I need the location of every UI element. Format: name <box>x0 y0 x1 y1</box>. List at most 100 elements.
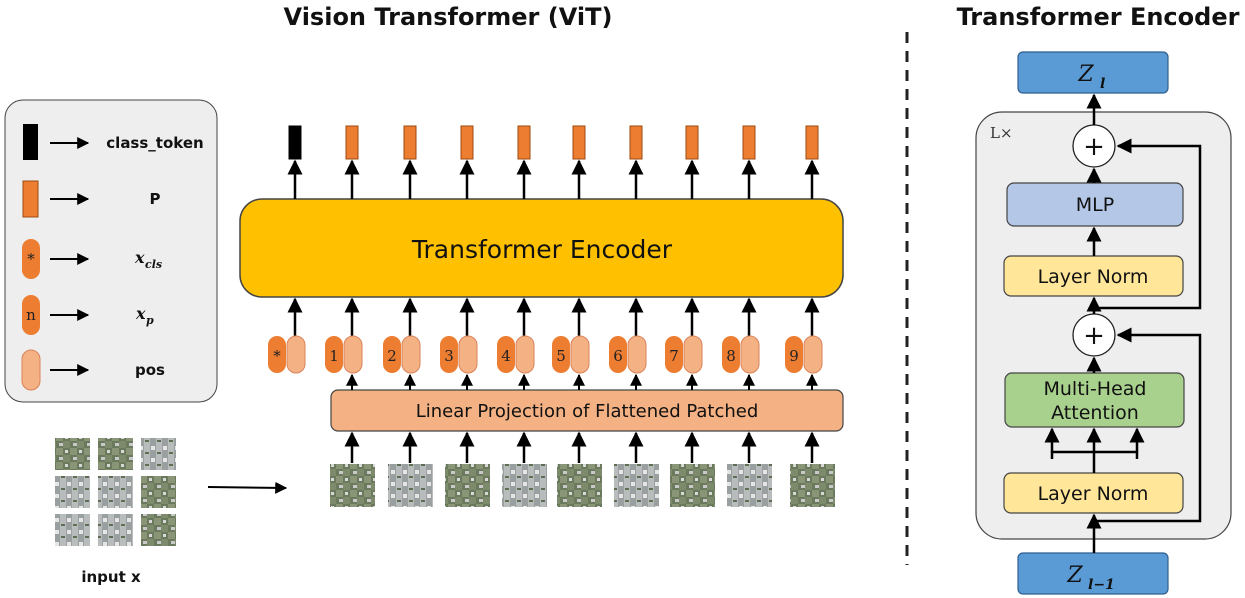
cls-embedding-symbol: * <box>273 347 281 365</box>
position-embedding <box>458 335 478 374</box>
patch-number: 7 <box>669 347 679 365</box>
legend-panel <box>4 99 218 403</box>
image-patch <box>388 464 433 507</box>
patch-number: 1 <box>329 347 339 365</box>
patch-embedding <box>383 336 401 373</box>
attention-label-line2: Attention <box>1051 402 1139 424</box>
mlp-label: MLP <box>1076 194 1114 216</box>
legend-cls-embed-swatch <box>22 239 40 279</box>
patch-number: 4 <box>501 347 511 365</box>
legend-pos-swatch <box>21 349 41 391</box>
legend-star-symbol: * <box>27 250 35 268</box>
layer-norm-bottom-label: Layer Norm <box>1038 483 1149 505</box>
patch-embedding <box>665 336 683 373</box>
legend-class-token-label: class_token <box>106 134 203 152</box>
output-class-token <box>288 125 302 160</box>
position-embedding <box>286 335 306 374</box>
legend-xp-base: x <box>135 304 146 323</box>
legend-class-token-swatch <box>23 124 38 160</box>
input-patch <box>141 476 176 508</box>
output-patch-token <box>685 125 699 160</box>
legend-n-symbol: n <box>26 306 36 324</box>
output-patch-token <box>403 125 417 160</box>
input-patch <box>141 514 176 546</box>
patch-number: 5 <box>556 347 566 365</box>
patch-embedding <box>609 336 627 373</box>
input-patch <box>98 438 133 470</box>
residual-skip-bottom <box>1094 327 1202 523</box>
image-patch <box>670 464 715 507</box>
legend-xcls-sub: cls <box>145 258 162 271</box>
residual-add-bottom-symbol: + <box>1083 321 1105 351</box>
position-embedding <box>343 335 363 374</box>
output-patch-token <box>805 125 819 160</box>
position-embedding <box>401 335 421 374</box>
residual-skip-top <box>1094 138 1202 310</box>
patch-number: 8 <box>726 347 736 365</box>
patch-embedding <box>552 336 570 373</box>
position-embedding <box>570 335 590 374</box>
legend-patch-embed-swatch <box>22 295 40 335</box>
repeat-label: L× <box>990 124 1013 142</box>
layer-norm-top-label: Layer Norm <box>1038 266 1149 288</box>
legend-patch-swatch <box>22 180 39 218</box>
position-embedding <box>740 335 760 374</box>
legend-p-label: P <box>150 190 161 208</box>
transformer-encoder-block <box>239 198 844 298</box>
patch-embedding <box>722 336 740 373</box>
input-patch <box>55 514 90 546</box>
position-embedding <box>803 335 823 374</box>
linear-projection-block <box>330 389 844 432</box>
cls-embedding <box>268 336 286 373</box>
image-patch <box>330 464 375 507</box>
image-patch <box>790 464 835 507</box>
token-columns: * 1 2 3 4 5 6 7 8 9 <box>268 125 835 507</box>
input-zl-1-sub: l−1 <box>1088 577 1115 593</box>
attention-label-line1: Multi-Head <box>1044 378 1147 400</box>
output-patch-token <box>572 125 586 160</box>
image-patch <box>727 464 772 507</box>
input-to-patches-arrow <box>207 481 288 494</box>
input-zl-1-base: Z <box>1066 563 1083 588</box>
input-label: input x <box>81 568 141 586</box>
encoder-detail: L× Z l Z l−1 + + MLP Layer Norm Multi-He… <box>975 51 1232 595</box>
legend-xcls-base: x <box>134 248 145 267</box>
output-zl-box <box>1017 51 1169 94</box>
vit-title: Vision Transformer (ViT) <box>284 3 613 31</box>
input-patch <box>98 514 133 546</box>
transformer-encoder-label: Transformer Encoder <box>411 235 673 264</box>
patch-number: 3 <box>444 347 454 365</box>
patch-number: 6 <box>613 347 623 365</box>
input-patch <box>55 476 90 508</box>
output-patch-token <box>629 125 643 160</box>
legend-pos-label: pos <box>135 361 165 379</box>
output-patch-token <box>460 125 474 160</box>
image-patch <box>614 464 659 507</box>
input-patch <box>55 438 90 470</box>
patch-embedding <box>440 336 458 373</box>
linear-projection-label: Linear Projection of Flattened Patched <box>416 401 759 422</box>
output-zl-sub: l <box>1100 76 1105 92</box>
position-embedding <box>627 335 647 374</box>
input-image <box>55 438 176 546</box>
position-embedding <box>683 335 703 374</box>
encoder-detail-title: Transformer Encoder <box>957 3 1240 31</box>
input-patch <box>98 476 133 508</box>
patch-embedding <box>497 336 515 373</box>
legend: class_token P * x cls n x p pos <box>4 99 218 403</box>
position-embedding <box>515 335 535 374</box>
attention-fork <box>1050 450 1139 459</box>
output-zl-base: Z <box>1077 62 1094 87</box>
legend-xp-sub: p <box>146 314 154 327</box>
patch-embedding <box>785 336 803 373</box>
patch-number: 2 <box>387 347 397 365</box>
image-patch <box>445 464 490 507</box>
output-patch-token <box>742 125 756 160</box>
residual-add-top-symbol: + <box>1083 132 1105 162</box>
patch-number: 9 <box>789 347 799 365</box>
input-patch <box>141 438 176 470</box>
image-patch <box>557 464 602 507</box>
output-patch-token <box>345 125 359 160</box>
